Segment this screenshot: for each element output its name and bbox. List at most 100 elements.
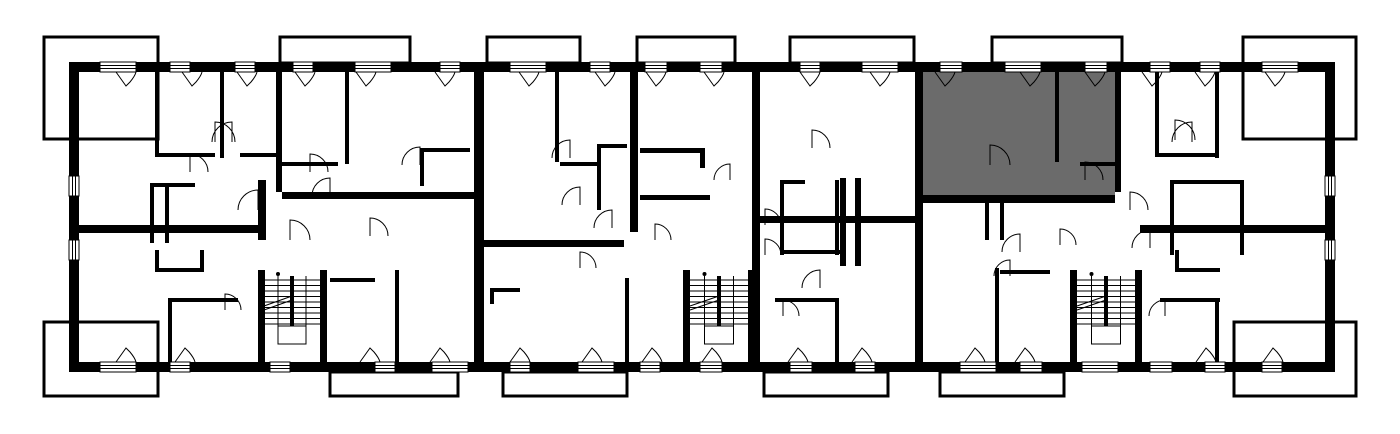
interior-wall (597, 144, 627, 148)
interior-wall (840, 178, 846, 266)
interior-wall (282, 192, 474, 199)
window (1004, 61, 1042, 73)
door-swing (429, 347, 451, 363)
interior-wall (560, 162, 598, 166)
interior-wall (150, 183, 195, 187)
interior-wall (1170, 180, 1240, 184)
balcony (42, 35, 160, 141)
door-swing (799, 71, 821, 87)
door-swing (1194, 71, 1216, 87)
interior-wall (420, 148, 470, 152)
interior-wall (395, 270, 399, 362)
interior-wall (630, 72, 638, 232)
highlighted-unit[interactable] (923, 72, 1115, 195)
door-swing (1141, 71, 1163, 87)
door-swing (1084, 71, 1106, 87)
door-swing (509, 347, 531, 363)
door-arc (214, 121, 236, 143)
window (639, 361, 661, 373)
door-arc (1174, 119, 1196, 141)
balcony (1241, 35, 1358, 141)
interior-wall (1115, 72, 1121, 192)
door-arc (764, 238, 782, 256)
door-swing (518, 71, 540, 87)
interior-wall (1135, 270, 1142, 362)
door-swing (701, 347, 723, 363)
interior-wall (490, 288, 520, 292)
balcony (762, 370, 890, 398)
interior-wall (1140, 225, 1325, 233)
walls (69, 62, 1335, 372)
door-arc (237, 189, 259, 211)
interior-wall (752, 72, 760, 362)
door-swing (641, 347, 663, 363)
interior-wall (915, 72, 923, 362)
interior-wall (1055, 72, 1059, 162)
door-arc (801, 269, 821, 289)
interior-wall (200, 250, 204, 272)
window (169, 361, 191, 373)
window (1084, 61, 1108, 73)
balcony (635, 35, 737, 65)
window (374, 361, 396, 373)
balcony (990, 35, 1124, 65)
side-door (1324, 239, 1336, 261)
window (1261, 361, 1283, 373)
door-swing (355, 71, 377, 87)
door-arc (369, 217, 389, 237)
window (169, 61, 191, 73)
window (644, 61, 668, 73)
door-arc (224, 293, 242, 311)
window (439, 61, 461, 73)
door-swing (964, 347, 986, 363)
interior-wall (1000, 270, 1050, 274)
door-swing (1262, 347, 1284, 363)
interior-wall (835, 298, 839, 362)
window (589, 61, 611, 73)
window (1019, 361, 1043, 373)
door-arc (782, 299, 800, 317)
window (1149, 361, 1173, 373)
balcony (501, 370, 629, 398)
window (509, 361, 531, 373)
interior-wall (155, 250, 159, 272)
interior-wall (474, 72, 484, 362)
door-swing (1014, 347, 1036, 363)
interior-wall (490, 288, 494, 304)
door-swing (115, 71, 137, 87)
window (861, 61, 899, 73)
interior-wall (1215, 298, 1219, 362)
window (99, 361, 137, 373)
door-swing (581, 347, 603, 363)
balcony (1232, 320, 1358, 398)
interior-wall (985, 198, 989, 240)
interior-wall (258, 180, 266, 240)
door-swing (174, 347, 196, 363)
interior-wall (240, 153, 276, 157)
window (699, 61, 723, 73)
side-door (1324, 175, 1336, 197)
balcony (328, 370, 460, 398)
exterior-wall (69, 62, 79, 372)
highlighted-apartment[interactable] (923, 72, 1115, 195)
balcony (938, 370, 1066, 398)
window (431, 361, 469, 373)
door-arc (311, 177, 331, 197)
window (959, 361, 997, 373)
interior-wall (625, 278, 629, 362)
balcony (485, 35, 582, 65)
door-arc (1001, 233, 1021, 253)
door-swing (1019, 71, 1041, 87)
interior-wall (640, 148, 703, 153)
window (354, 61, 392, 73)
door-arc (1131, 229, 1151, 249)
door-arc (289, 219, 311, 241)
staircase (263, 272, 320, 345)
balconies (42, 35, 1358, 398)
side-door (68, 239, 80, 261)
interior-wall (1215, 72, 1219, 158)
window (269, 361, 291, 373)
door-arc (401, 146, 421, 166)
